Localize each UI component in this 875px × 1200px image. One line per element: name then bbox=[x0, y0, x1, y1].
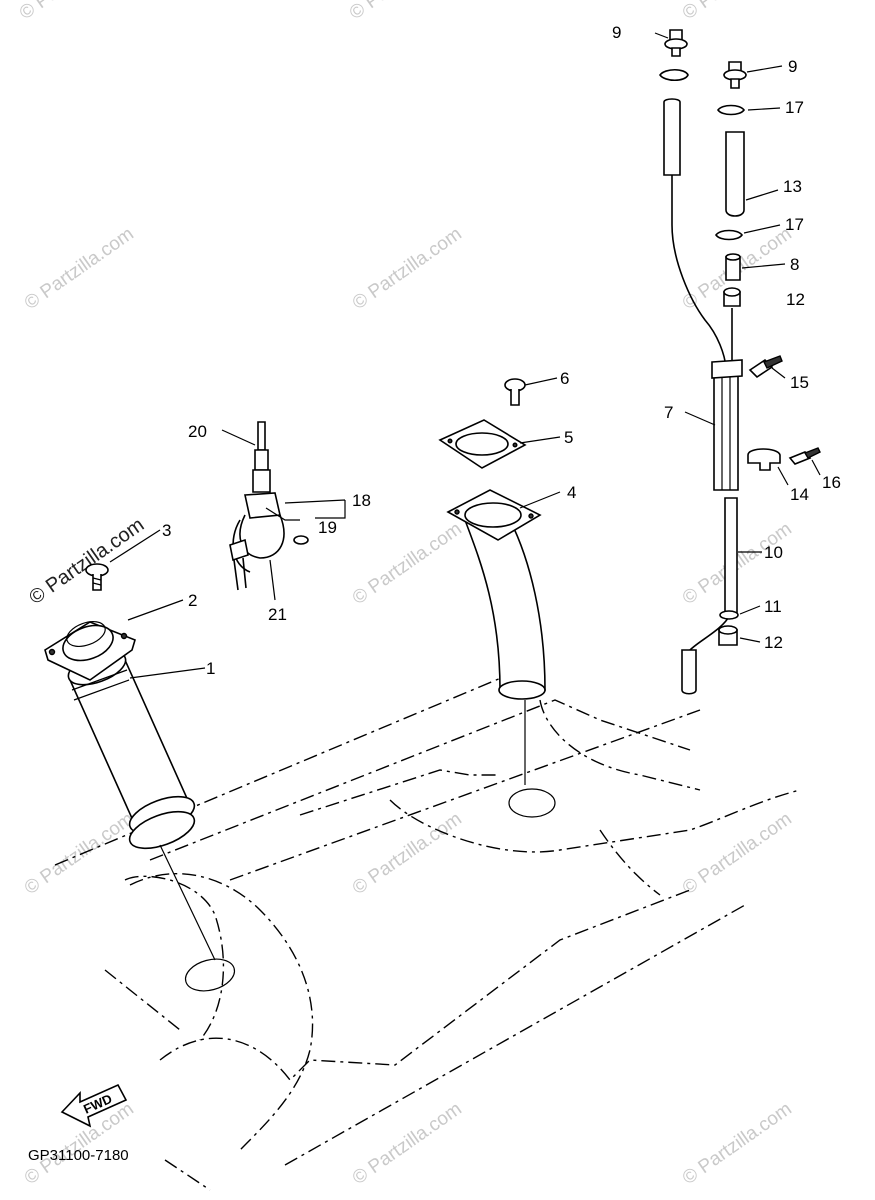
callout-labels: 1 2 3 4 5 6 7 8 9 9 10 11 12 12 13 14 15… bbox=[162, 23, 841, 678]
callout-21[interactable]: 21 bbox=[268, 605, 287, 624]
watermark: © Partzilla.com bbox=[349, 223, 466, 314]
watermark: © Partzilla.com bbox=[21, 223, 138, 314]
callout-14[interactable]: 14 bbox=[790, 485, 809, 504]
callout-4[interactable]: 4 bbox=[567, 483, 576, 502]
watermark: © Partzilla.com bbox=[349, 1098, 466, 1189]
callout-8[interactable]: 8 bbox=[790, 255, 799, 274]
callout-17-upper[interactable]: 17 bbox=[785, 98, 804, 117]
watermark: © Partzilla.com bbox=[679, 808, 796, 899]
callout-18[interactable]: 18 bbox=[352, 491, 371, 510]
callout-20[interactable]: 20 bbox=[188, 422, 207, 441]
diagram-code: GP31100-7180 bbox=[28, 1147, 129, 1164]
watermark: © Partzilla.com bbox=[349, 518, 466, 609]
callout-7[interactable]: 7 bbox=[664, 403, 673, 422]
watermark: © Partzilla.com bbox=[679, 0, 796, 24]
callout-10[interactable]: 10 bbox=[764, 543, 783, 562]
callout-1[interactable]: 1 bbox=[206, 659, 215, 678]
callout-6[interactable]: 6 bbox=[560, 369, 569, 388]
part-4-duct[interactable] bbox=[446, 489, 556, 818]
watermark: © Partzilla.com bbox=[25, 514, 148, 609]
part-5-gasket[interactable] bbox=[438, 419, 527, 469]
watermark-layer: © Partzilla.com © Partzilla.com © Partzi… bbox=[16, 0, 796, 1189]
callout-9-left[interactable]: 9 bbox=[612, 23, 621, 42]
callout-2[interactable]: 2 bbox=[188, 591, 197, 610]
leader-lines bbox=[109, 32, 821, 679]
clamp-assembly[interactable] bbox=[229, 421, 309, 591]
callout-15[interactable]: 15 bbox=[790, 373, 809, 392]
part-6-screw[interactable] bbox=[504, 378, 526, 406]
watermark: © Partzilla.com bbox=[349, 808, 466, 899]
part-3-screw[interactable] bbox=[85, 563, 109, 591]
hull-outline bbox=[54, 669, 801, 1191]
callout-17-lower[interactable]: 17 bbox=[785, 215, 804, 234]
part-1-duct[interactable] bbox=[44, 617, 238, 996]
callout-12-lower[interactable]: 12 bbox=[764, 633, 783, 652]
callout-19[interactable]: 19 bbox=[318, 518, 337, 537]
callout-16[interactable]: 16 bbox=[822, 473, 841, 492]
watermark: © Partzilla.com bbox=[679, 1098, 796, 1189]
callout-13[interactable]: 13 bbox=[783, 177, 802, 196]
watermark: © Partzilla.com bbox=[16, 0, 133, 24]
watermark: © Partzilla.com bbox=[346, 0, 463, 24]
callout-12-upper[interactable]: 12 bbox=[786, 290, 805, 309]
hose-assembly[interactable] bbox=[659, 29, 821, 695]
watermark: © Partzilla.com bbox=[21, 808, 138, 899]
callout-9-right[interactable]: 9 bbox=[788, 57, 797, 76]
callout-11[interactable]: 11 bbox=[764, 597, 782, 616]
callout-5[interactable]: 5 bbox=[564, 428, 573, 447]
callout-3[interactable]: 3 bbox=[162, 521, 171, 540]
